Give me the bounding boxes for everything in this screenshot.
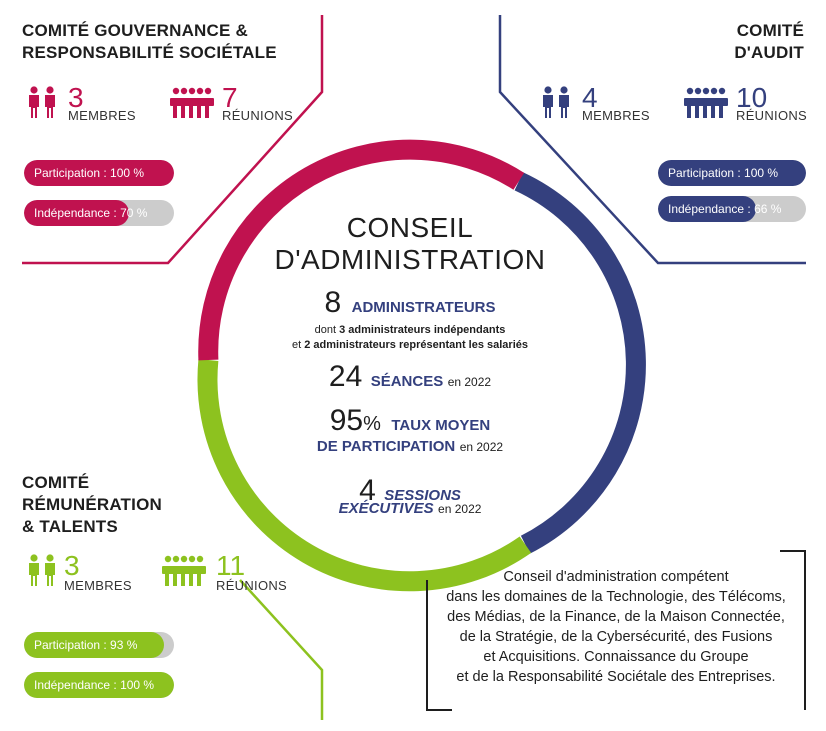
remuneration-participation-label: Participation : 93 % (34, 638, 138, 652)
audit-meetings-count: 10 (736, 82, 768, 113)
audit-title-line1: COMITÉ (736, 21, 804, 40)
conseil-seances: 24 SÉANCES en 2022 (230, 360, 590, 394)
conseil-seances-year: en 2022 (447, 375, 492, 389)
gouvernance-participation-fill (24, 160, 174, 186)
description-line: Conseil d'administration compétent (503, 569, 729, 585)
remuneration-meetings-label: RÉUNIONS (216, 578, 288, 593)
conseil-title-line2: D'ADMINISTRATION (274, 244, 546, 275)
gouvernance-independence-bar: Indépendance : 70 % (24, 200, 174, 226)
audit-members-label: MEMBRES (582, 108, 650, 123)
conseil-title-line1: CONSEIL (346, 212, 474, 243)
conseil-description: Conseil d'administration compétent dans … (430, 567, 802, 687)
gouvernance-members-count: 3 (68, 82, 84, 113)
audit-participation-bar: Participation : 100 % (658, 160, 806, 186)
conseil-sessions-count: 4 (359, 474, 376, 507)
conseil-admins-count: 8 (324, 286, 342, 319)
remuneration-title-line2: RÉMUNÉRATION (22, 495, 162, 514)
conseil-sessions-line2: EXÉCUTIVES en 2022 (230, 500, 590, 518)
gouvernance-participation-bar: Participation : 100 % (24, 160, 174, 186)
remuneration-members-icon (29, 554, 55, 586)
conseil-detail-line1-pre: dont (314, 324, 340, 336)
gouvernance-members-icon (29, 86, 55, 118)
description-line: des Médias, de la Finance, de la Maison … (447, 609, 785, 625)
conseil-sessions: 4 SESSIONS (230, 474, 590, 508)
conseil-seances-label: SÉANCES (370, 373, 444, 390)
conseil-taux-label-line1: TAUX MOYEN (391, 417, 491, 434)
audit-meetings-label: RÉUNIONS (736, 108, 808, 123)
gouvernance-independence-fill (24, 200, 129, 226)
remuneration-participation-bar: Participation : 93 % (24, 632, 174, 658)
conseil-taux: 95% TAUX MOYEN (230, 404, 590, 438)
conseil-taux-percent-sign: % (363, 413, 381, 435)
remuneration-independence-bar: Indépendance : 100 % (24, 672, 174, 698)
conseil-admins-detail: dont 3 administrateurs indépendants et 2… (230, 323, 590, 353)
gouvernance-independence-label: Indépendance : 70 % (34, 206, 148, 220)
conseil-sessions-label-line2: EXÉCUTIVES (338, 500, 434, 517)
gouvernance-meetings-icon (170, 87, 214, 118)
conseil-taux-label-line2: DE PARTICIPATION (316, 438, 456, 455)
audit-independence-label: Indépendance : 66 % (668, 202, 782, 216)
conseil-taux-line2: DE PARTICIPATION en 2022 (230, 438, 590, 456)
gouvernance-title: COMITÉ GOUVERNANCE & RESPONSABILITÉ SOCI… (22, 20, 277, 64)
description-line: et Acquisitions. Connaissance du Groupe (483, 649, 749, 665)
conseil-detail-line1-bold: 3 administrateurs indépendants (339, 324, 506, 336)
remuneration-meetings-icon (162, 555, 206, 586)
description-bracket-right (780, 550, 806, 710)
description-bracket-left (426, 580, 452, 711)
gouvernance-meetings-count: 7 (222, 82, 238, 113)
description-line: dans les domaines de la Technologie, des… (446, 589, 786, 605)
remuneration-members-label: MEMBRES (64, 578, 132, 593)
conseil-ring (197, 139, 646, 592)
description-line: de la Stratégie, de la Cybersécurité, de… (459, 629, 773, 645)
audit-title-line2: D'AUDIT (734, 43, 804, 62)
remuneration-members-count: 3 (64, 550, 80, 581)
audit-connector (498, 15, 806, 265)
remuneration-independence-fill (24, 672, 174, 698)
remuneration-independence-label: Indépendance : 100 % (34, 678, 155, 692)
audit-participation-fill (658, 160, 806, 186)
audit-title: COMITÉ D'AUDIT (734, 20, 804, 64)
conseil-seances-count: 24 (328, 360, 363, 393)
conseil-detail-line2-bold: 2 administrateurs représentant les salar… (304, 339, 528, 351)
remuneration-participation-fill (24, 632, 164, 658)
audit-meetings-icon (684, 87, 728, 118)
audit-members-count: 4 (582, 82, 598, 113)
conseil-taux-value: 95 (329, 404, 364, 437)
gouvernance-participation-label: Participation : 100 % (34, 166, 145, 180)
conseil-admins: 8 ADMINISTRATEURS (230, 286, 590, 320)
gouvernance-meetings-label: RÉUNIONS (222, 108, 294, 123)
gouvernance-members-label: MEMBRES (68, 108, 136, 123)
gouvernance-connector (22, 15, 324, 265)
conseil-sessions-label-line1: SESSIONS (384, 487, 461, 504)
audit-members-icon (543, 86, 569, 118)
conseil-admins-label: ADMINISTRATEURS (351, 299, 496, 316)
remuneration-title: COMITÉ RÉMUNÉRATION & TALENTS (22, 472, 162, 538)
remuneration-title-line1: COMITÉ (22, 473, 90, 492)
conseil-detail-line2-pre: et (291, 339, 305, 351)
gouvernance-title-line1: COMITÉ GOUVERNANCE & (22, 21, 248, 40)
audit-independence-bar: Indépendance : 66 % (658, 196, 806, 222)
audit-independence-fill (658, 196, 756, 222)
conseil-sessions-year: en 2022 (438, 502, 482, 516)
conseil-title: CONSEIL D'ADMINISTRATION (230, 212, 590, 276)
remuneration-connector (239, 579, 324, 720)
ring-segment-remuneration (197, 359, 532, 592)
conseil-taux-year: en 2022 (459, 440, 504, 454)
remuneration-title-line3: & TALENTS (22, 517, 118, 536)
ring-segment-audit (514, 172, 646, 554)
description-line: et de la Responsabilité Sociétale des En… (456, 669, 776, 685)
ring-segment-gouvernance (198, 139, 525, 361)
gouvernance-title-line2: RESPONSABILITÉ SOCIÉTALE (22, 43, 277, 62)
audit-participation-label: Participation : 100 % (668, 166, 779, 180)
remuneration-meetings-count: 11 (216, 550, 246, 581)
